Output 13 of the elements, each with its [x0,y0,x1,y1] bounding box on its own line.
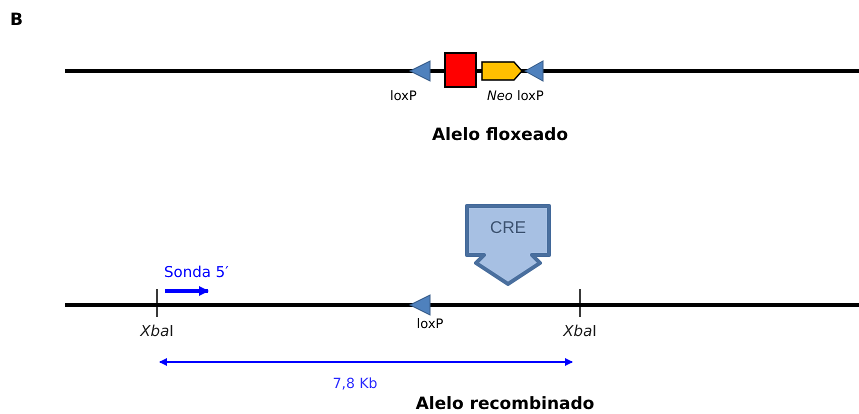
allele-title: Alelo floxeado [432,127,568,144]
site-label: loxP [390,90,417,103]
panel-letter: B [10,12,23,29]
enzyme-label: CRE [489,219,527,236]
callout-arrow-box [464,203,552,287]
probe-label: Sonda 5′ [164,265,229,280]
site-label: loxP [517,90,544,103]
enzyme-site-label: XbaI [563,324,597,339]
site-label: loxP [416,318,444,331]
dimension-label: 7,8 Kb [332,377,378,391]
gene-label: Neo [487,90,513,103]
allele-title: Alelo recombinado [416,396,594,413]
enzyme-site-label: XbaI [140,324,174,339]
